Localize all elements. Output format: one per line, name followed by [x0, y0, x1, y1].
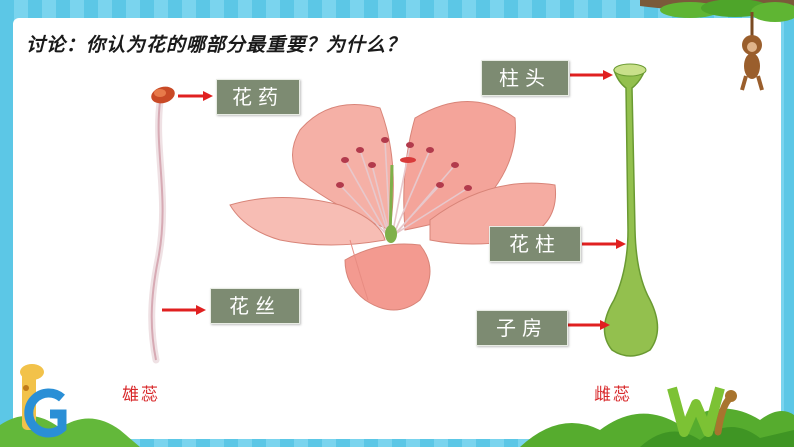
arrows — [162, 70, 626, 330]
arrow-stigma — [570, 70, 613, 80]
caption-stamen: 雄蕊 — [122, 385, 160, 405]
arrow-filament — [162, 305, 206, 315]
label-filament: 花丝 — [210, 288, 300, 324]
stamen-illustration — [148, 86, 175, 364]
arrow-style — [582, 239, 626, 249]
arrow-anther — [178, 91, 213, 101]
worm-icon — [714, 390, 737, 436]
tree-branch-decoration — [640, 0, 794, 22]
pistil-illustration — [603, 63, 659, 357]
slide-title: 讨论：你认为花的哪部分最重要？为什么？ — [26, 34, 407, 56]
label-ovary: 子房 — [476, 310, 568, 346]
label-anther: 花药 — [216, 79, 300, 115]
arrow-ovary — [568, 320, 610, 330]
label-style: 花柱 — [489, 226, 581, 262]
monkey-icon — [740, 12, 764, 91]
flower-illustration — [229, 101, 557, 311]
letter-g-icon — [24, 388, 67, 438]
grass-decoration — [0, 408, 794, 447]
label-stigma: 柱头 — [481, 60, 569, 96]
caption-pistil: 雌蕊 — [594, 385, 632, 405]
letter-w-icon — [667, 386, 725, 437]
